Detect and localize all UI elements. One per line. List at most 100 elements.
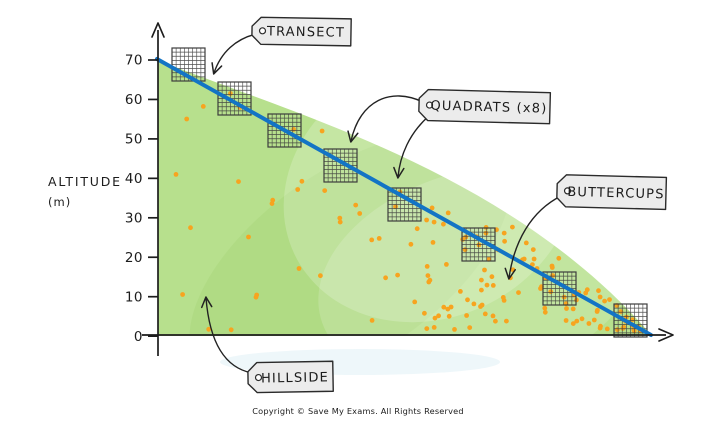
- buttercup-dot: [462, 247, 468, 253]
- transect-tag-body: [251, 16, 352, 47]
- hillside-tag-hole: [254, 373, 263, 382]
- buttercup-dot: [467, 325, 473, 330]
- buttercup-dot: [465, 297, 470, 303]
- quadrat-frame: [267, 113, 302, 148]
- buttercup-dot: [383, 275, 388, 281]
- buttercups-tag: BUTTERCUPS: [556, 174, 668, 211]
- buttercup-dot: [584, 287, 590, 293]
- buttercup-dot: [395, 272, 400, 278]
- buttercup-dot: [445, 306, 451, 312]
- buttercup-dot: [630, 317, 635, 323]
- buttercup-dot: [424, 326, 430, 331]
- buttercup-dot: [322, 188, 328, 194]
- buttercup-dot: [483, 230, 489, 236]
- buttercup-dot: [228, 327, 234, 333]
- quadrat-frame: [613, 303, 648, 338]
- quadrat: [217, 81, 252, 116]
- buttercup-dot: [490, 313, 496, 319]
- buttercup-dot: [476, 242, 482, 248]
- buttercup-dot: [596, 288, 601, 294]
- buttercup-dot: [408, 241, 414, 247]
- buttercup-dot: [591, 317, 597, 323]
- quadrats-tag: QUADRATS (x8): [418, 88, 552, 125]
- y-axis-tick-label: 30: [125, 211, 143, 227]
- buttercup-dot: [291, 126, 296, 132]
- buttercup-dot: [548, 289, 554, 295]
- buttercup-dot: [188, 225, 193, 231]
- buttercup-dot: [493, 318, 498, 324]
- buttercup-dot: [570, 306, 576, 312]
- buttercup-dot: [441, 304, 447, 310]
- buttercup-dot: [570, 321, 576, 326]
- y-axis-tick-label: 60: [125, 92, 143, 108]
- buttercup-dot: [412, 299, 418, 305]
- callout-arrows: [200, 33, 562, 374]
- quadrats-tag-label: QUADRATS (x8): [430, 99, 547, 117]
- buttercup-dot: [604, 326, 610, 332]
- buttercup-dot: [542, 305, 548, 311]
- buttercup-dot: [594, 309, 600, 314]
- buttercup-dot: [436, 313, 441, 319]
- buttercup-dot: [542, 309, 548, 315]
- buttercup-dot: [597, 294, 603, 300]
- buttercup-dot: [295, 187, 301, 192]
- buttercup-dot: [586, 321, 592, 326]
- buttercup-dot: [483, 225, 489, 230]
- buttercup-dot: [464, 313, 469, 318]
- buttercup-dot: [444, 262, 449, 267]
- buttercup-dot: [357, 211, 363, 216]
- buttercup-dot: [602, 298, 607, 304]
- buttercup-dot: [446, 313, 452, 319]
- y-axis-tick-label: 50: [125, 132, 143, 148]
- buttercup-dot: [504, 318, 509, 324]
- buttercup-dot: [484, 282, 490, 288]
- y-axis-title: ALTITUDE: [48, 174, 122, 189]
- watermark-leaf-tint: [189, 131, 511, 336]
- buttercup-dot: [184, 116, 190, 122]
- buttercup-dot: [452, 327, 457, 332]
- buttercup-dot: [479, 287, 484, 293]
- buttercup-dot: [430, 240, 436, 245]
- buttercup-dot: [432, 315, 438, 321]
- buttercup-dot: [490, 283, 496, 288]
- buttercup-dot: [482, 267, 487, 273]
- buttercup-dot: [269, 201, 275, 207]
- buttercup-dot: [482, 311, 488, 317]
- buttercup-dot: [478, 304, 483, 309]
- buttercup-dot: [173, 172, 179, 177]
- buttercup-dot: [429, 205, 435, 211]
- quadrat: [171, 47, 206, 82]
- buttercup-dot: [574, 318, 580, 324]
- buttercup-dot: [531, 256, 537, 262]
- buttercup-dot: [422, 310, 427, 316]
- buttercup-dot: [414, 226, 420, 232]
- hillside-tag-body: [247, 360, 334, 394]
- buttercup-dot: [369, 318, 375, 323]
- buttercup-dot: [393, 204, 398, 210]
- buttercup-dot: [521, 256, 527, 262]
- buttercup-dot: [618, 309, 624, 314]
- buttercup-dot: [424, 264, 430, 269]
- buttercups-tag-label: BUTTERCUPS: [567, 185, 665, 203]
- buttercup-dot: [180, 292, 186, 297]
- buttercup-dot: [337, 215, 343, 221]
- y-axis-units: (m): [48, 195, 71, 209]
- copyright-text: Copyright © Save My Exams. All Rights Re…: [252, 406, 464, 416]
- buttercup-dot: [431, 219, 437, 225]
- buttercup-dot: [501, 298, 507, 303]
- transect-arrow: [211, 33, 257, 75]
- buttercup-dot: [563, 318, 569, 323]
- buttercup-dot: [556, 255, 562, 261]
- quadrat: [542, 271, 577, 306]
- hillside-arrow: [200, 296, 253, 374]
- buttercups-tag-hole: [563, 187, 572, 195]
- buttercup-dot: [530, 247, 536, 253]
- buttercup-dot: [579, 316, 585, 322]
- buttercup-dot: [460, 237, 466, 242]
- buttercups-tag-body: [556, 174, 668, 211]
- y-axis-tick-label: 70: [125, 53, 143, 69]
- buttercup-dot: [561, 294, 567, 300]
